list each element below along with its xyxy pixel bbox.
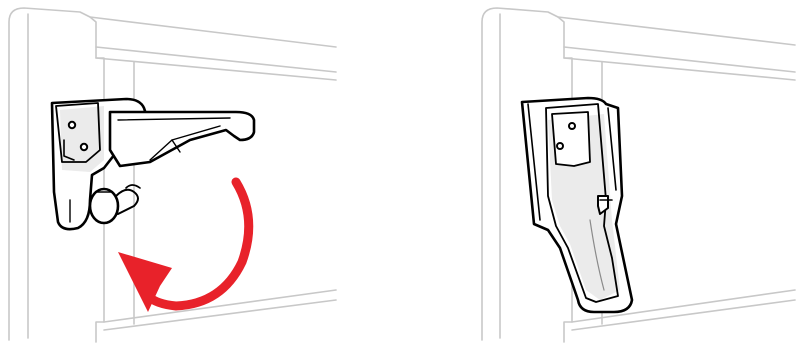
latch-closed — [522, 98, 632, 312]
latch-open-screw-hole-1 — [69, 122, 75, 128]
latch-closed-plate — [552, 112, 590, 166]
right-panel — [482, 8, 795, 342]
right-frame-top-rail — [558, 17, 795, 80]
latch-open — [52, 99, 254, 229]
left-frame-top-rail — [90, 17, 336, 80]
latch-open-knob — [90, 189, 118, 223]
latch-closed-screw-hole-2 — [557, 143, 563, 149]
latch-open-screw-hole-2 — [81, 144, 87, 150]
rotate-arrow-shaft — [148, 182, 249, 306]
left-panel — [9, 8, 336, 342]
latch-open-clip — [126, 185, 140, 188]
latch-closed-screw-hole-1 — [569, 123, 575, 129]
